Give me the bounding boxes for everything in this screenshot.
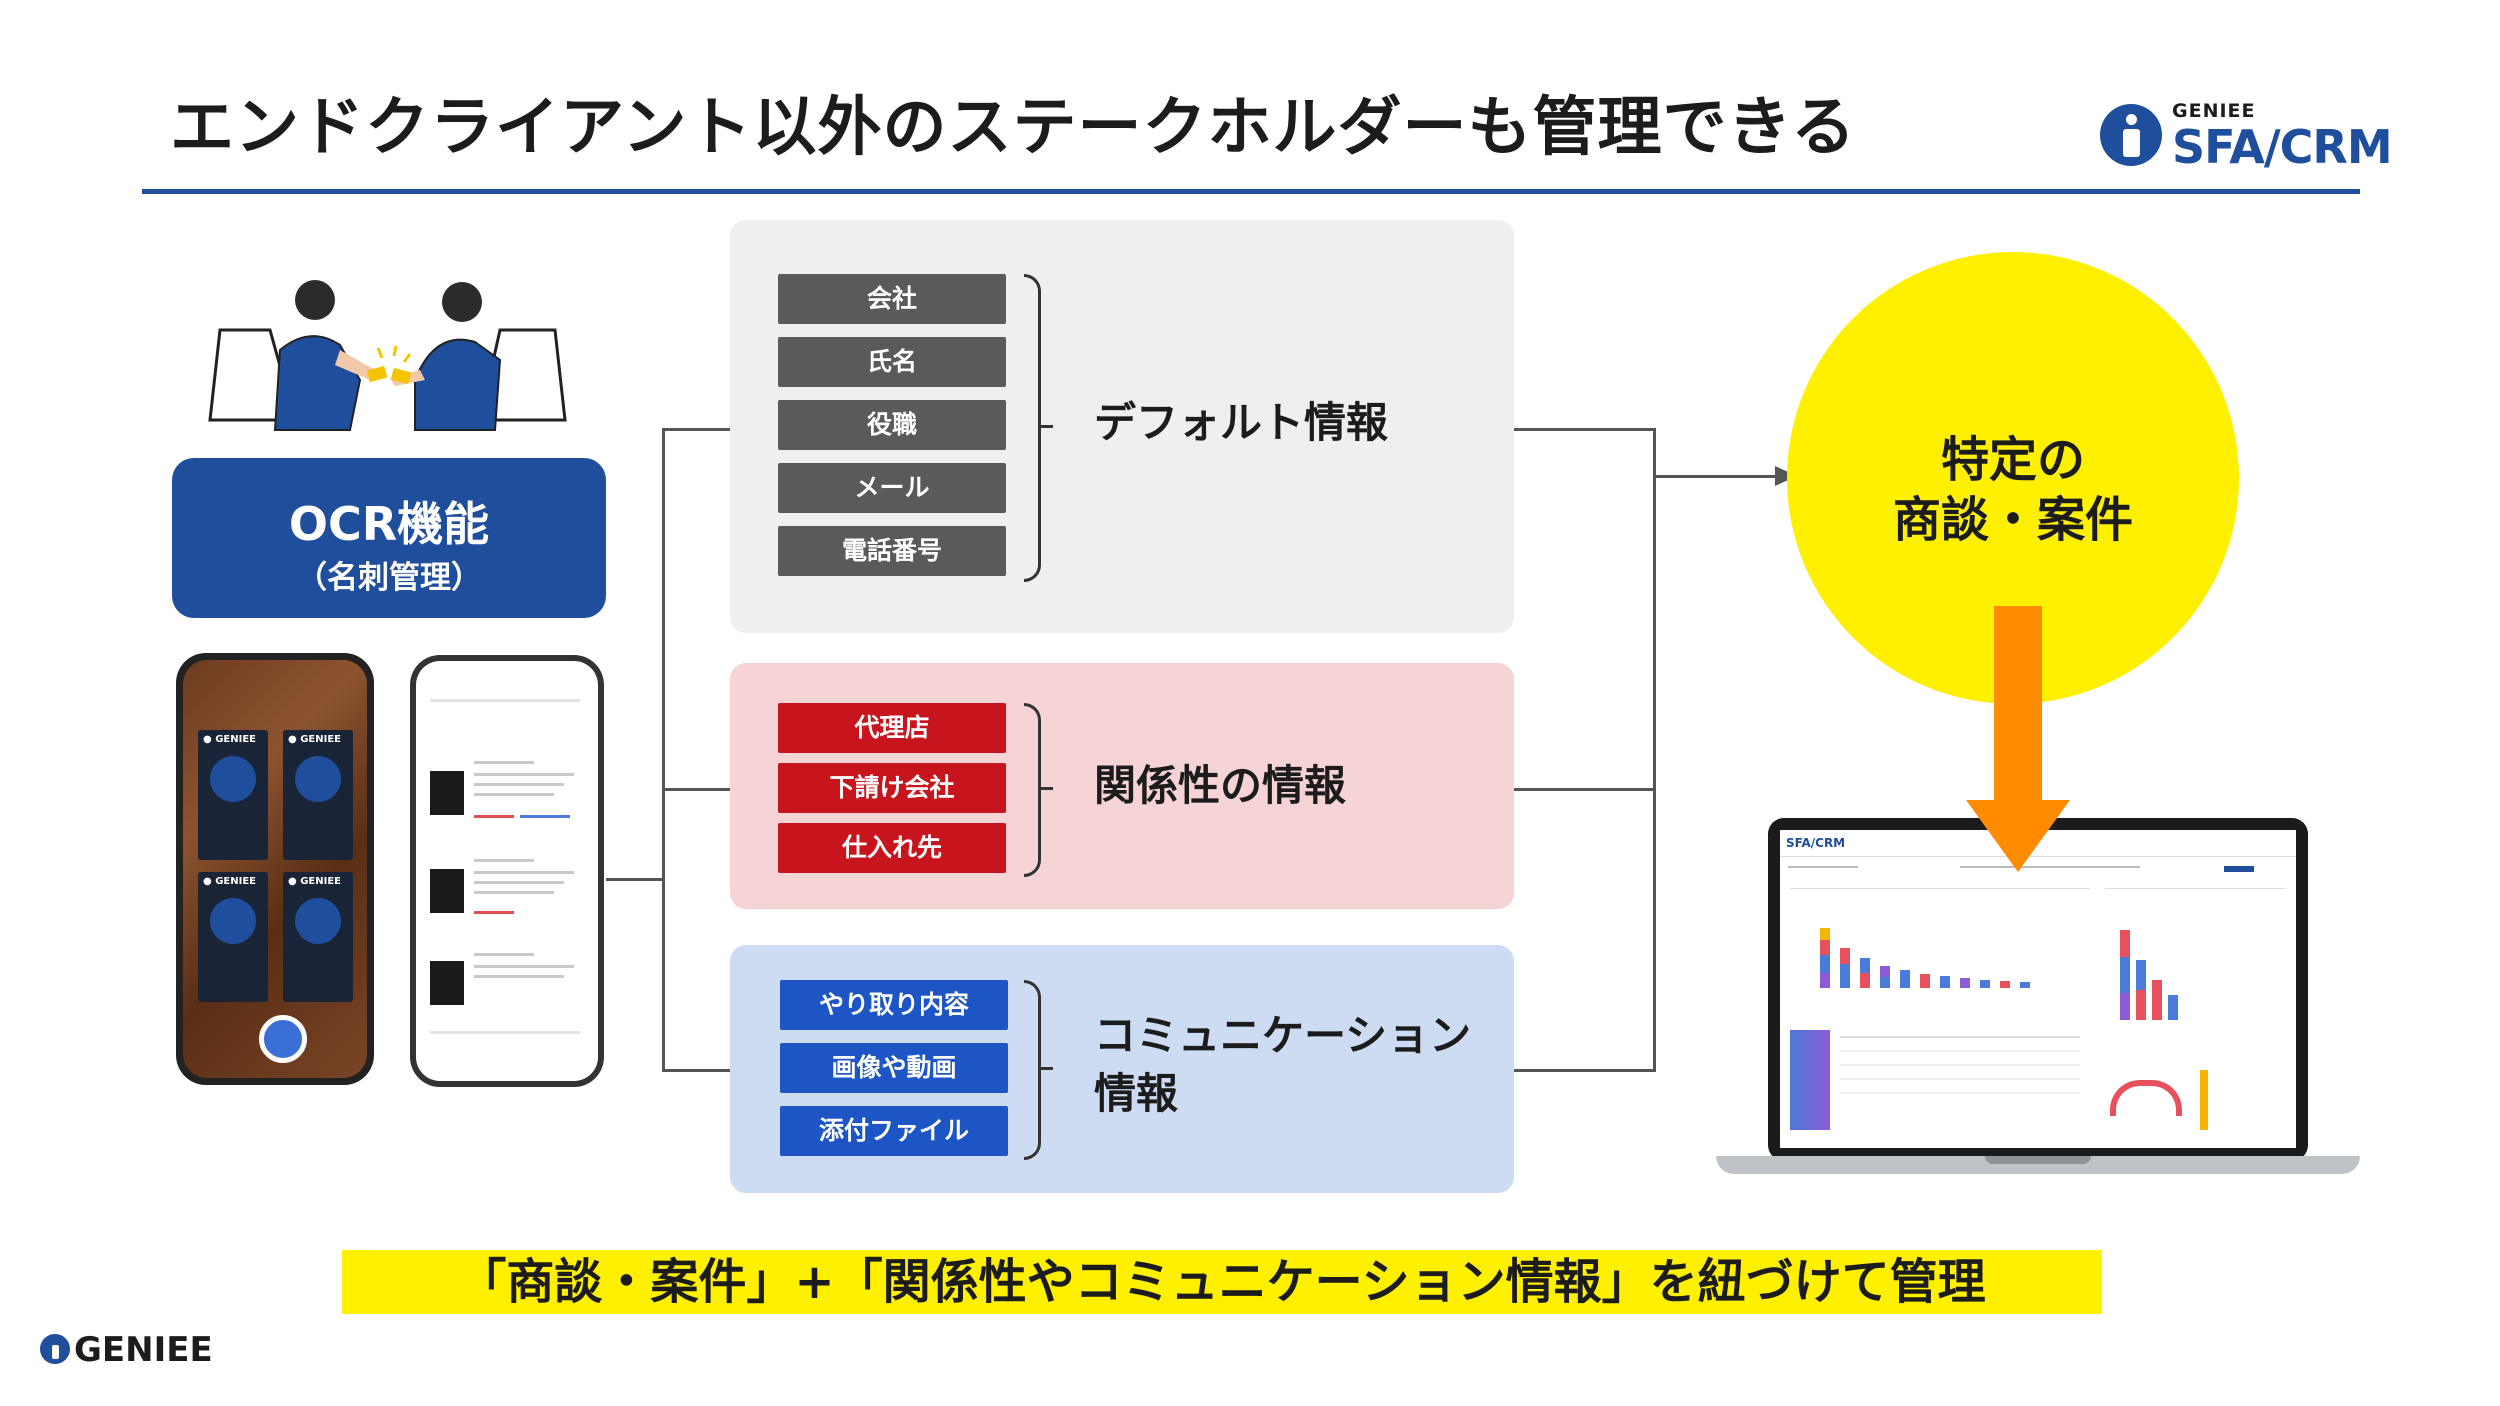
tag-agency: 代理店 [778,703,1006,753]
connector-line [1514,428,1656,431]
business-card: ● GENIEE [283,730,353,860]
brand-logo: GENIEE SFA/CRM [2100,98,2393,178]
communication-info-panel: やり取り内容 画像や動画 添付ファイル コミュニケーション 情報 [730,945,1514,1193]
default-info-label: デフォルト情報 [1094,398,1389,447]
ocr-feature-box: OCR機能 （名刺管理） [172,458,606,618]
communication-info-label-line2: 情報 [1094,1069,1179,1118]
card-logo-icon: ● GENIEE [203,876,256,887]
connector-line [662,428,730,431]
card-list-screen [416,661,598,1081]
shutter-button[interactable] [259,1015,307,1063]
tag-phone: 電話番号 [778,526,1006,576]
laptop-notch [1985,1156,2091,1164]
tag-company: 会社 [778,274,1006,324]
down-arrow-shaft [1994,606,2042,806]
connector-line [606,878,662,881]
ocr-title: OCR機能 [288,497,490,551]
brand-product: SFA/CRM [2172,120,2393,174]
card-thumbnail [430,771,464,815]
relation-info-label: 関係性の情報 [1094,761,1347,810]
business-card: ● GENIEE [283,872,353,1002]
footer-logo: GENIEE [40,1330,220,1372]
phone-card-list [410,655,604,1087]
tag-attachments: 添付ファイル [780,1106,1008,1156]
connector-line [662,428,665,1072]
deal-label-line2: 商談・案件 [1892,492,2133,548]
page-title: エンドクライアント以外のステークホルダーも管理できる [170,91,1857,165]
footer-logo-text: GENIEE [74,1330,213,1370]
connector-line [1653,428,1656,1072]
connector-arrow-line [1653,475,1781,478]
card-logo-icon: ● GENIEE [203,734,256,745]
bracket-tip [1041,1067,1053,1070]
tag-subcontractor: 下請け会社 [778,763,1006,813]
geniee-logo-icon [40,1334,70,1364]
tag-position: 役職 [778,400,1006,450]
tag-exchange-content: やり取り内容 [780,980,1008,1030]
card-thumbnail [430,961,464,1005]
down-arrow-icon [1966,800,2070,872]
connector-line [662,1069,730,1072]
connector-line [662,788,730,791]
relation-info-panel: 代理店 下請け会社 仕入れ先 関係性の情報 [730,663,1514,909]
communication-info-label-line1: コミュニケーション [1094,1011,1472,1060]
title-underline [142,189,2360,194]
bracket-tip [1041,787,1053,790]
tag-images-videos: 画像や動画 [780,1043,1008,1093]
default-info-panel: 会社 氏名 役職 メール 電話番号 デフォルト情報 [730,220,1514,633]
dashboard-brand: SFA/CRM [1786,836,1846,850]
card-logo-icon: ● GENIEE [288,734,341,745]
camera-screen: ● GENIEE ● GENIEE ● GENIEE ● GENIEE [183,660,367,1078]
tag-name: 氏名 [778,337,1006,387]
tag-email: メール [778,463,1006,513]
business-card: ● GENIEE [198,872,268,1002]
highlight-band [342,1250,2102,1314]
phone-camera-scan: ● GENIEE ● GENIEE ● GENIEE ● GENIEE [176,653,374,1085]
laptop-base [1716,1156,2360,1174]
bracket [1024,980,1041,1160]
laptop-dashboard-screen: SFA/CRM [1780,830,2296,1148]
tag-supplier: 仕入れ先 [778,823,1006,873]
connector-line [1514,1069,1656,1072]
bracket [1024,274,1041,582]
geniee-logo-icon [2100,104,2162,166]
business-card: ● GENIEE [198,730,268,860]
connector-line [1514,788,1656,791]
bracket [1024,703,1041,877]
business-card-exchange-illustration [208,280,567,431]
bracket-tip [1041,425,1053,428]
card-logo-icon: ● GENIEE [288,876,341,887]
brand-company: GENIEE [2172,100,2256,122]
summary-statement: 「商談・案件」+「関係性やコミュニケーション情報」を紐づけて管理 [458,1254,1986,1310]
deal-label-line1: 特定の [1940,432,2085,488]
ocr-subtitle: （名刺管理） [296,560,482,596]
card-thumbnail [430,869,464,913]
